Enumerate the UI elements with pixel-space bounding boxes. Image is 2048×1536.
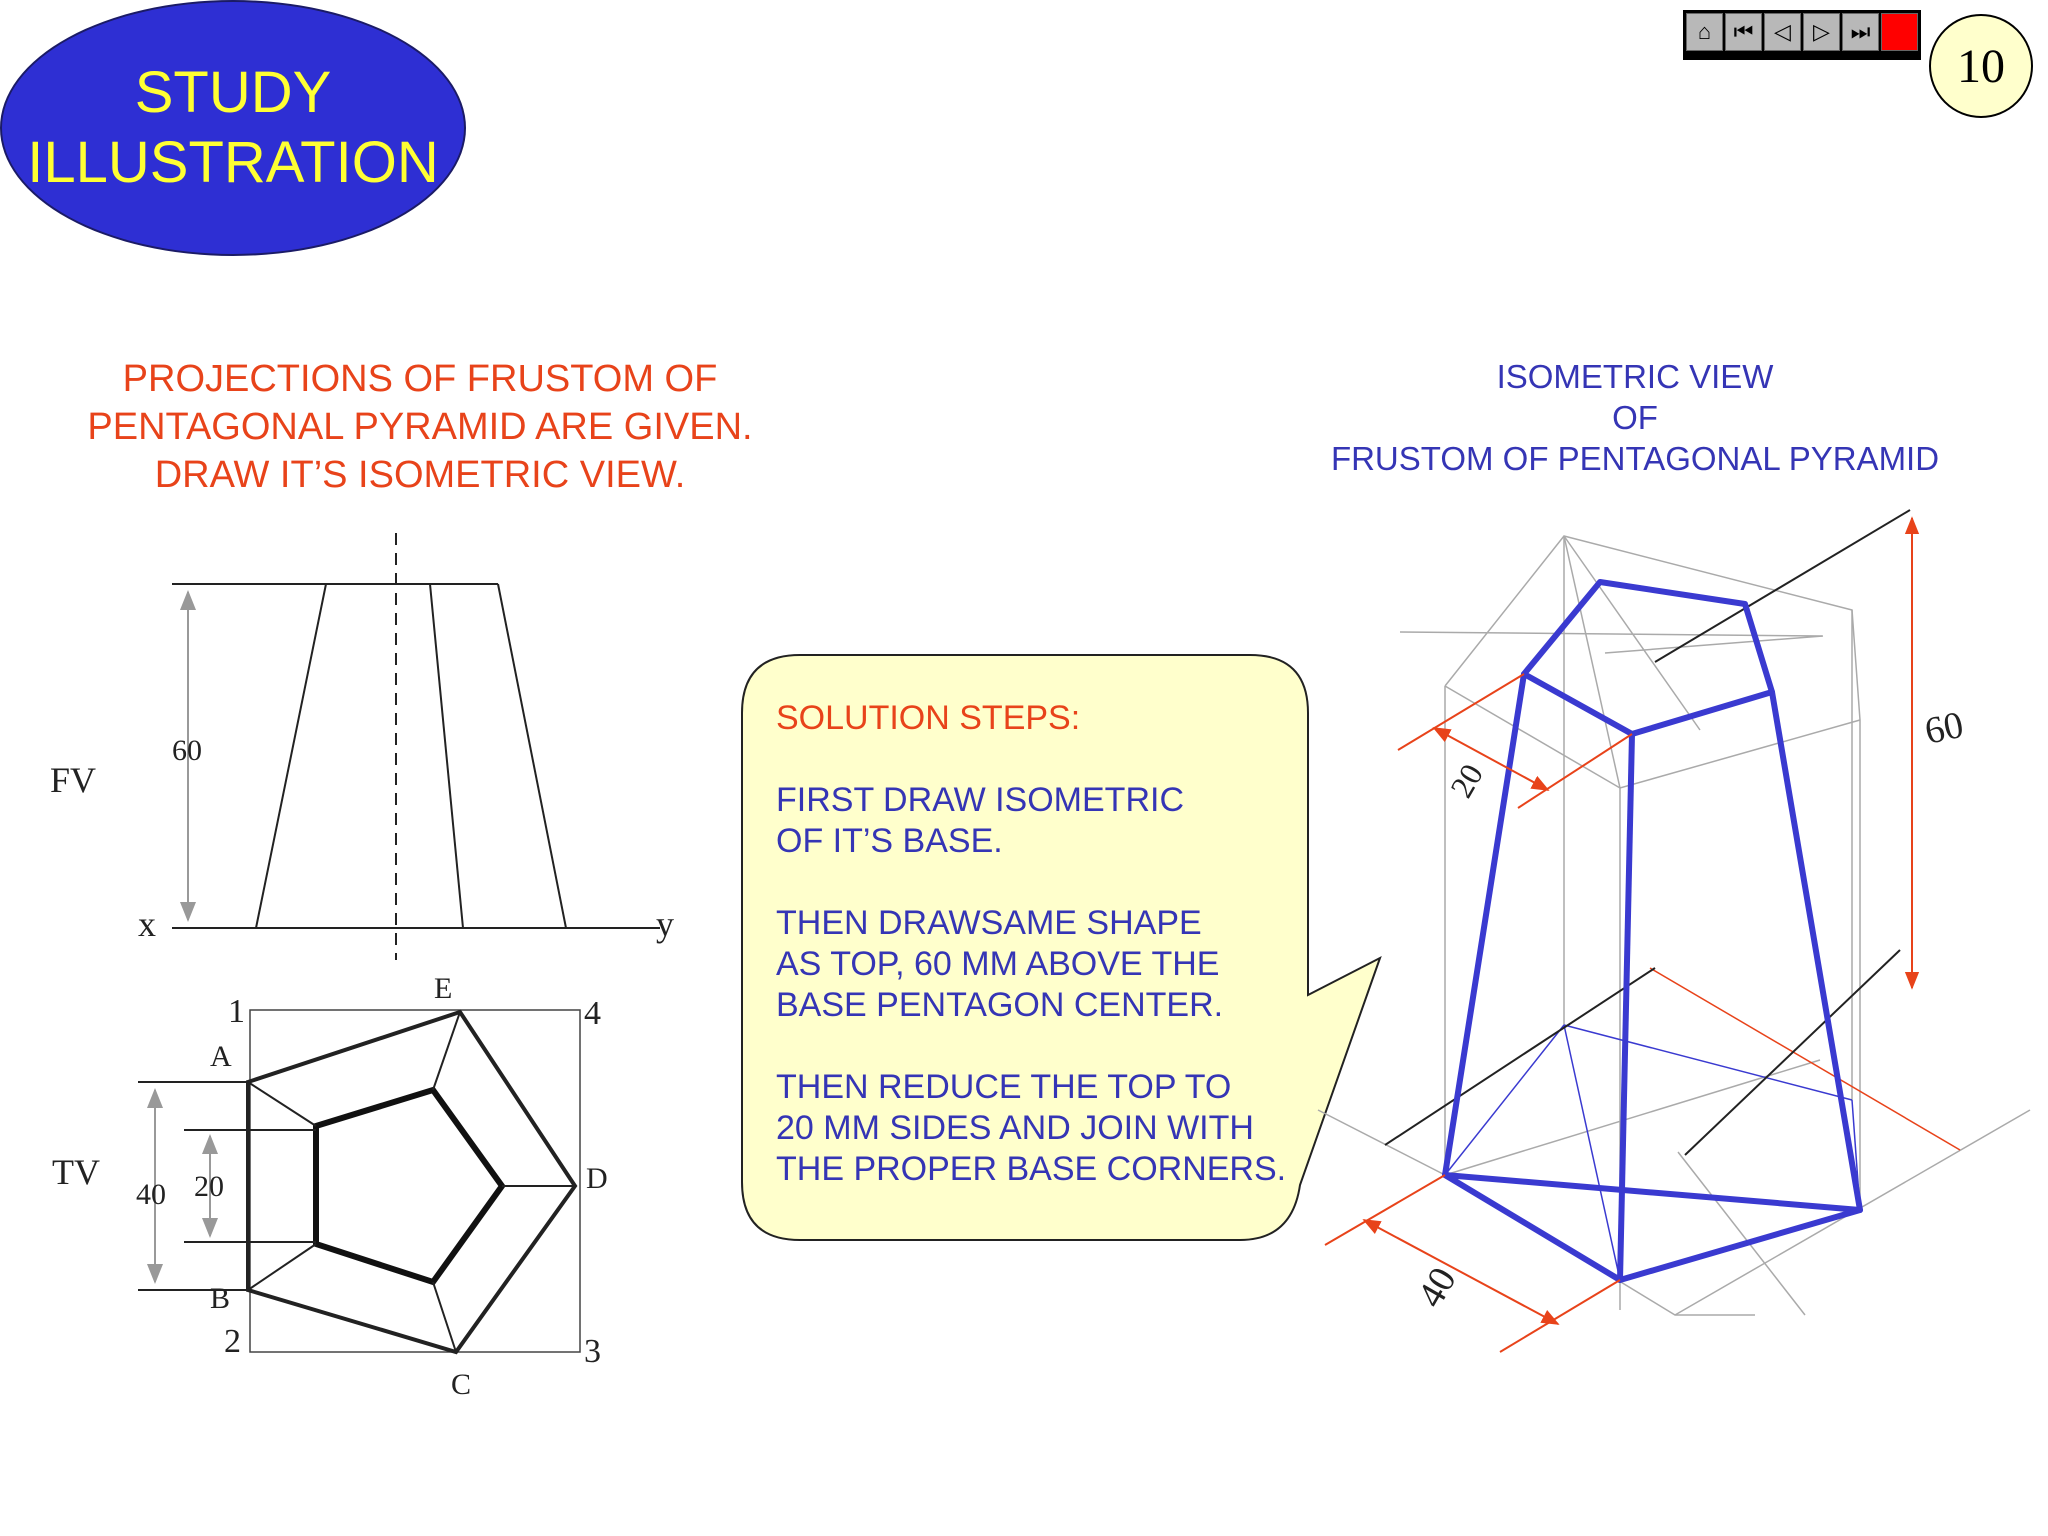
iso-top-dimension bbox=[1397, 673, 1633, 809]
x-label: x bbox=[138, 904, 156, 944]
isometric-centre-lines bbox=[1384, 509, 1911, 1156]
iso-base-dimension bbox=[1324, 1174, 1621, 1353]
problem-line1: PROJECTIONS OF FRUSTOM OF bbox=[122, 358, 718, 400]
problem-line2: PENTAGONAL PYRAMID ARE GIVEN. bbox=[87, 406, 753, 448]
vertex-b-label: B bbox=[210, 1282, 230, 1315]
tv-label: TV bbox=[52, 1152, 100, 1192]
first-glyph: ⏮ bbox=[1733, 19, 1754, 44]
isometric-base-diagonals bbox=[1444, 1024, 1861, 1281]
step1-line1: FIRST DRAW ISOMETRIC bbox=[776, 781, 1184, 819]
problem-statement: PROJECTIONS OF FRUSTOM OF PENTAGONAL PYR… bbox=[40, 355, 800, 499]
iso-height-label: 60 bbox=[1921, 704, 1967, 753]
isometric-construction-lines bbox=[1317, 535, 2031, 1316]
isometric-red-guides bbox=[1649, 967, 1961, 1151]
front-view bbox=[172, 533, 660, 960]
step3-line1: THEN REDUCE THE TOP TO bbox=[776, 1068, 1232, 1106]
fv-label: FV bbox=[50, 760, 96, 800]
tv-outer-width-label: 40 bbox=[136, 1178, 166, 1211]
stop-icon[interactable] bbox=[1881, 13, 1918, 51]
iso-title-line1: ISOMETRIC VIEW bbox=[1496, 358, 1774, 395]
frustum-isometric bbox=[1442, 579, 1863, 1283]
isometric-view-title: ISOMETRIC VIEW OF FRUSTOM OF PENTAGONAL … bbox=[1290, 356, 1980, 479]
step2-line1: THEN DRAWSAME SHAPE bbox=[776, 904, 1202, 942]
first-slide-icon[interactable]: ⏮ bbox=[1725, 13, 1762, 51]
home-glyph: ⌂ bbox=[1697, 19, 1712, 44]
solution-step-2: THEN DRAWSAME SHAPE AS TOP, 60 MM ABOVE … bbox=[776, 903, 1316, 1026]
step1-line2: OF IT’S BASE. bbox=[776, 822, 1003, 860]
corner-3-label: 3 bbox=[584, 1333, 601, 1370]
last-glyph: ⏭ bbox=[1850, 19, 1871, 44]
top-view bbox=[138, 1009, 581, 1355]
y-label: y bbox=[656, 904, 674, 944]
previous-glyph: ◁ bbox=[1774, 19, 1791, 44]
corner-4-label: 4 bbox=[584, 995, 601, 1032]
page-number: 10 bbox=[1929, 14, 2033, 118]
step2-line2: AS TOP, 60 MM ABOVE THE bbox=[776, 945, 1220, 983]
iso-top-side-label: 20 bbox=[1443, 758, 1490, 804]
next-slide-icon[interactable]: ▷ bbox=[1803, 13, 1840, 51]
tv-inner-width-label: 20 bbox=[194, 1170, 224, 1203]
solution-step-3: THEN REDUCE THE TOP TO 20 MM SIDES AND J… bbox=[776, 1067, 1316, 1190]
last-slide-icon[interactable]: ⏭ bbox=[1842, 13, 1879, 51]
corner-1-label: 1 bbox=[228, 993, 245, 1030]
vertex-d-label: D bbox=[586, 1162, 608, 1195]
next-glyph: ▷ bbox=[1813, 19, 1830, 44]
vertex-e-label: E bbox=[434, 972, 452, 1005]
frustum-top-face bbox=[1521, 579, 1775, 737]
study-illustration-badge: STUDY ILLUSTRATION bbox=[0, 0, 466, 256]
corner-2-label: 2 bbox=[224, 1323, 241, 1360]
solution-heading: SOLUTION STEPS: bbox=[776, 699, 1081, 737]
solution-steps: SOLUTION STEPS: FIRST DRAW ISOMETRIC OF … bbox=[776, 698, 1316, 1231]
solution-callout bbox=[741, 654, 1382, 1241]
problem-line3: DRAW IT’S ISOMETRIC VIEW. bbox=[154, 454, 686, 496]
step3-line2: 20 MM SIDES AND JOIN WITH bbox=[776, 1109, 1254, 1147]
previous-slide-icon[interactable]: ◁ bbox=[1764, 13, 1801, 51]
step3-line3: THE PROPER BASE CORNERS. bbox=[776, 1150, 1287, 1188]
iso-title-line2: OF bbox=[1612, 399, 1658, 436]
home-icon[interactable]: ⌂ bbox=[1686, 13, 1723, 51]
frustum-base-face bbox=[1442, 1172, 1863, 1283]
step2-line3: BASE PENTAGON CENTER. bbox=[776, 986, 1224, 1024]
solution-step-1: FIRST DRAW ISOMETRIC OF IT’S BASE. bbox=[776, 780, 1316, 862]
fv-height-label: 60 bbox=[172, 734, 202, 767]
vertex-c-label: C bbox=[451, 1368, 471, 1401]
slide-navigation: ⌂ ⏮ ◁ ▷ ⏭ bbox=[1683, 10, 1921, 60]
vertex-a-label: A bbox=[210, 1040, 232, 1073]
badge-line2: ILLUSTRATION bbox=[27, 130, 439, 195]
iso-title-line3: FRUSTOM OF PENTAGONAL PYRAMID bbox=[1330, 440, 1940, 477]
badge-line1: STUDY bbox=[134, 60, 332, 125]
